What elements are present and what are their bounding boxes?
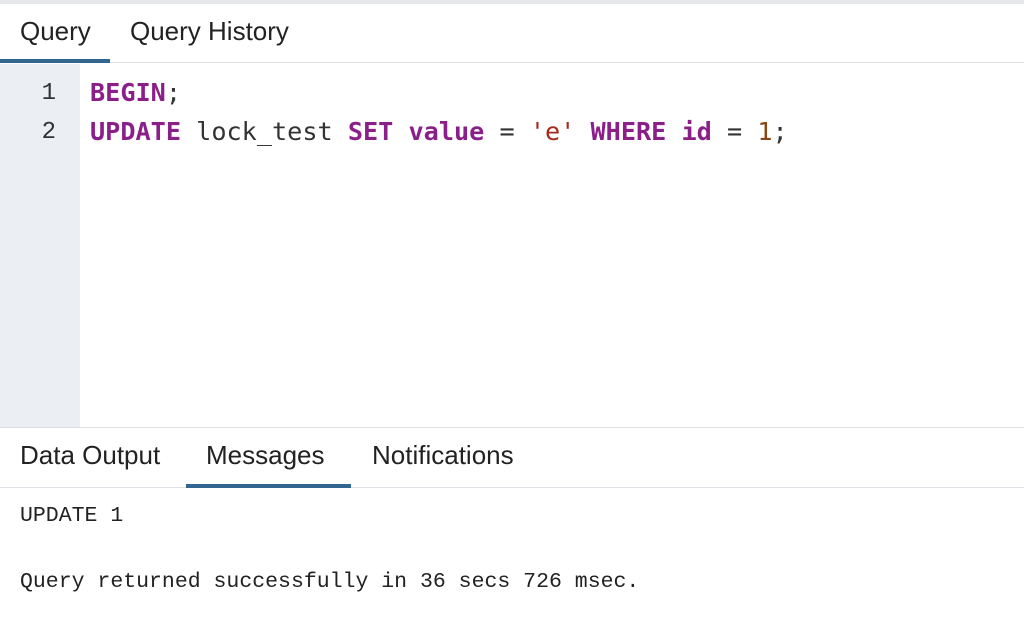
tab-data-output-label: Data Output: [20, 440, 161, 470]
code-token: WHERE: [590, 117, 667, 146]
line-number: 2: [41, 119, 56, 146]
line-number: 1: [41, 80, 56, 107]
tab-messages-label: Messages: [206, 440, 325, 470]
code-token: 1: [757, 117, 773, 146]
code-line-2[interactable]: UPDATE lock_test SET value = 'e' WHERE i…: [90, 117, 788, 146]
tab-query-history[interactable]: Query History: [110, 4, 320, 62]
code-token: SET: [347, 117, 394, 146]
tab-query-history-label: Query History: [130, 16, 289, 46]
code-token: [575, 117, 590, 146]
code-token: UPDATE: [90, 117, 181, 146]
sql-editor[interactable]: 1 2 BEGIN; UPDATE lock_test SET value = …: [0, 64, 1024, 427]
code-token: lock_test: [181, 117, 348, 146]
code-token: BEGIN: [90, 78, 166, 107]
code-token: value: [408, 117, 485, 146]
tab-notifications-label: Notifications: [372, 440, 514, 470]
query-tabbar: Query Query History: [0, 4, 1024, 63]
tab-query-label: Query: [20, 16, 91, 46]
tab-messages[interactable]: Messages: [186, 428, 351, 488]
code-token: [666, 117, 681, 146]
code-token: id: [681, 117, 712, 146]
results-tabbar: Data Output Messages Notifications: [0, 427, 1024, 488]
messages-panel: UPDATE 1 Query returned successfully in …: [0, 489, 1024, 626]
code-token: [393, 117, 408, 146]
tab-data-output[interactable]: Data Output: [0, 428, 186, 487]
tab-query-active-indicator: [0, 59, 110, 63]
code-token: =: [484, 117, 530, 146]
line-number-gutter: 1 2: [0, 64, 80, 427]
message-update-count: UPDATE 1: [20, 504, 124, 528]
code-token: ;: [772, 117, 788, 146]
code-line-1[interactable]: BEGIN;: [90, 78, 181, 107]
code-token: ;: [165, 78, 181, 107]
message-query-status: Query returned successfully in 36 secs 7…: [20, 570, 640, 594]
code-token: 'e': [529, 117, 576, 146]
tab-messages-active-indicator: [186, 484, 351, 488]
top-border: [0, 0, 1024, 4]
code-token: =: [711, 117, 758, 146]
tab-query[interactable]: Query: [0, 4, 110, 63]
tab-notifications[interactable]: Notifications: [351, 428, 551, 487]
